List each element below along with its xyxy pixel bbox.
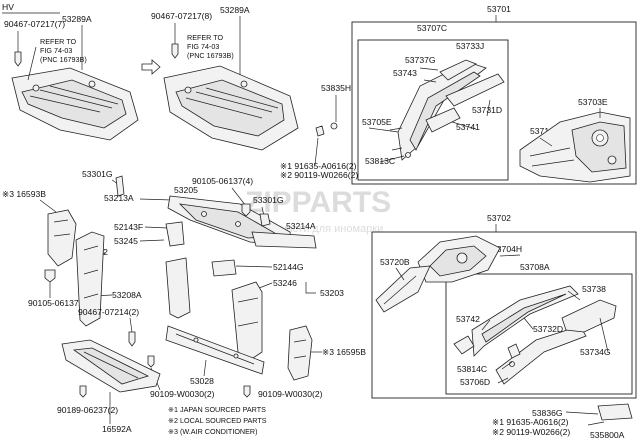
label-53301g-b: 53301G (253, 195, 284, 205)
group-box-53708a (445, 273, 633, 395)
label-53706d: 53706D (460, 377, 490, 387)
apron-front-assembly (519, 111, 631, 183)
refer-right-3: (PNC 16793B) (187, 51, 234, 60)
clip-icon (315, 125, 325, 137)
label-53731d: 53731D (472, 105, 502, 115)
label-53205: 53205 (174, 185, 198, 195)
label-52143f: 52143F (114, 222, 143, 232)
refer-right-1: REFER TO (187, 33, 223, 42)
seal-16593b (47, 209, 77, 267)
apron-lower-assembly (375, 235, 501, 313)
label-52144g: 52144G (273, 262, 304, 272)
label-53213a: 53213A (104, 193, 134, 203)
label-53702: 53702 (487, 213, 511, 223)
label-53707c: 53707C (417, 23, 447, 33)
bolt-icon (243, 385, 251, 398)
clip-icon (14, 51, 22, 67)
group-box-53701 (351, 21, 637, 185)
cover-panel-left (11, 67, 139, 141)
radiator-lower-support (165, 325, 265, 375)
label-16592a: 16592A (102, 424, 132, 434)
refer-right-2: FIG 74-03 (187, 42, 219, 51)
note-local-sourced: ※2 LOCAL SOURCED PARTS (168, 416, 267, 425)
label-53742: 53742 (456, 314, 480, 324)
cover-panel-right (163, 65, 299, 151)
label-53733j: 53733J (456, 41, 484, 51)
undercover-16592a (61, 339, 161, 393)
bolt-icon (241, 203, 251, 217)
label-53835h: 53835H (321, 83, 351, 93)
label-53701: 53701 (487, 4, 511, 14)
label-90119-a: ※2 90119-W0266(2) (280, 170, 358, 180)
bolt-icon (79, 385, 87, 398)
label-53704h: 53704H (492, 244, 522, 254)
label-90467-07214-2: 90467-07214(2) (78, 307, 139, 317)
label-53703e: 53703E (578, 97, 608, 107)
label-90189-06237-2: 90189-06237(2) (57, 405, 118, 415)
bolt-icon (330, 122, 338, 130)
label-90105-06137-4: 90105-06137(4) (192, 176, 253, 186)
label-53836g: 53836G (532, 408, 563, 418)
label-90119-b: ※2 90119-W0266(2) (492, 427, 570, 437)
clip-icon (128, 331, 136, 347)
label-90467-07217-8: 90467-07217(8) (151, 11, 212, 21)
label-53301g-a: 53301G (82, 169, 113, 179)
bracket-52144g (211, 259, 237, 277)
label-16593b: ※3 16593B (2, 189, 46, 199)
bolt-icon (44, 269, 56, 283)
apron-member-53708a (453, 285, 617, 385)
bracket-53301g (259, 213, 271, 227)
label-53245: 53245 (114, 236, 138, 246)
label-16595b: ※3 16595B (322, 347, 366, 357)
label-91635-b: ※1 91635-A0616(2) (492, 417, 569, 427)
label-53289a-left: 53289A (62, 14, 92, 24)
label-90109-w0030-b: 90109-W0030(2) (258, 389, 323, 399)
label-90467-07217-7: 90467-07217(7) (4, 19, 65, 29)
arrow-right-icon (141, 59, 161, 75)
label-53289a-right: 53289A (220, 5, 250, 15)
label-53214a: 53214A (286, 221, 316, 231)
refer-left-2: FIG 74-03 (40, 46, 72, 55)
bracket-53836g (597, 403, 633, 421)
bracket-53301g (115, 175, 125, 197)
corner-tag: HV (2, 2, 14, 12)
label-53710j: 53710J (530, 126, 558, 136)
diagram-code: 535800A (590, 430, 625, 440)
note-air-conditioner: ※3 (W.AIR CONDITIONER) (168, 427, 257, 436)
label-53738: 53738 (582, 284, 606, 294)
watermark: ZIPPARTS Запчасти для иномарки (245, 186, 391, 235)
label-53743: 53743 (393, 68, 417, 78)
refer-left-3: (PNC 16793B) (40, 55, 87, 64)
refer-left-1: REFER TO (40, 37, 76, 46)
apron-upper-member (389, 59, 505, 161)
group-box-53707c (357, 39, 509, 181)
radiator-upper-support (165, 195, 317, 319)
radiator-side-support (75, 231, 105, 327)
label-53732d: 53732D (533, 324, 563, 334)
label-91635-a: ※1 91635-A0616(2) (280, 161, 357, 171)
label-53814c: 53814C (457, 364, 487, 374)
radiator-side-support-right (231, 281, 263, 361)
note-japan-sourced: ※1 JAPAN SOURCED PARTS (168, 405, 266, 414)
watermark-brand: ZIPPARTS (245, 186, 391, 219)
label-53708a: 53708A (520, 262, 550, 272)
label-53737g: 53737G (405, 55, 436, 65)
seal-16595b (287, 325, 313, 381)
label-53705e: 53705E (362, 117, 392, 127)
label-53734g: 53734G (580, 347, 611, 357)
clip-icon (171, 43, 179, 59)
watermark-sub: Запчасти для иномарки (262, 223, 383, 235)
label-53203: 53203 (320, 288, 344, 298)
label-90105-06137-2: 90105-06137(2) (28, 298, 89, 308)
label-53246: 53246 (273, 278, 297, 288)
label-53813c: 53813C (365, 156, 395, 166)
label-90109-w0030-a: 90109-W0030(2) (150, 389, 215, 399)
bolt-icon (147, 355, 155, 368)
group-box-53702 (371, 231, 637, 399)
label-53028: 53028 (190, 376, 214, 386)
label-53208a: 53208A (112, 290, 142, 300)
label-53720b: 53720B (380, 257, 410, 267)
